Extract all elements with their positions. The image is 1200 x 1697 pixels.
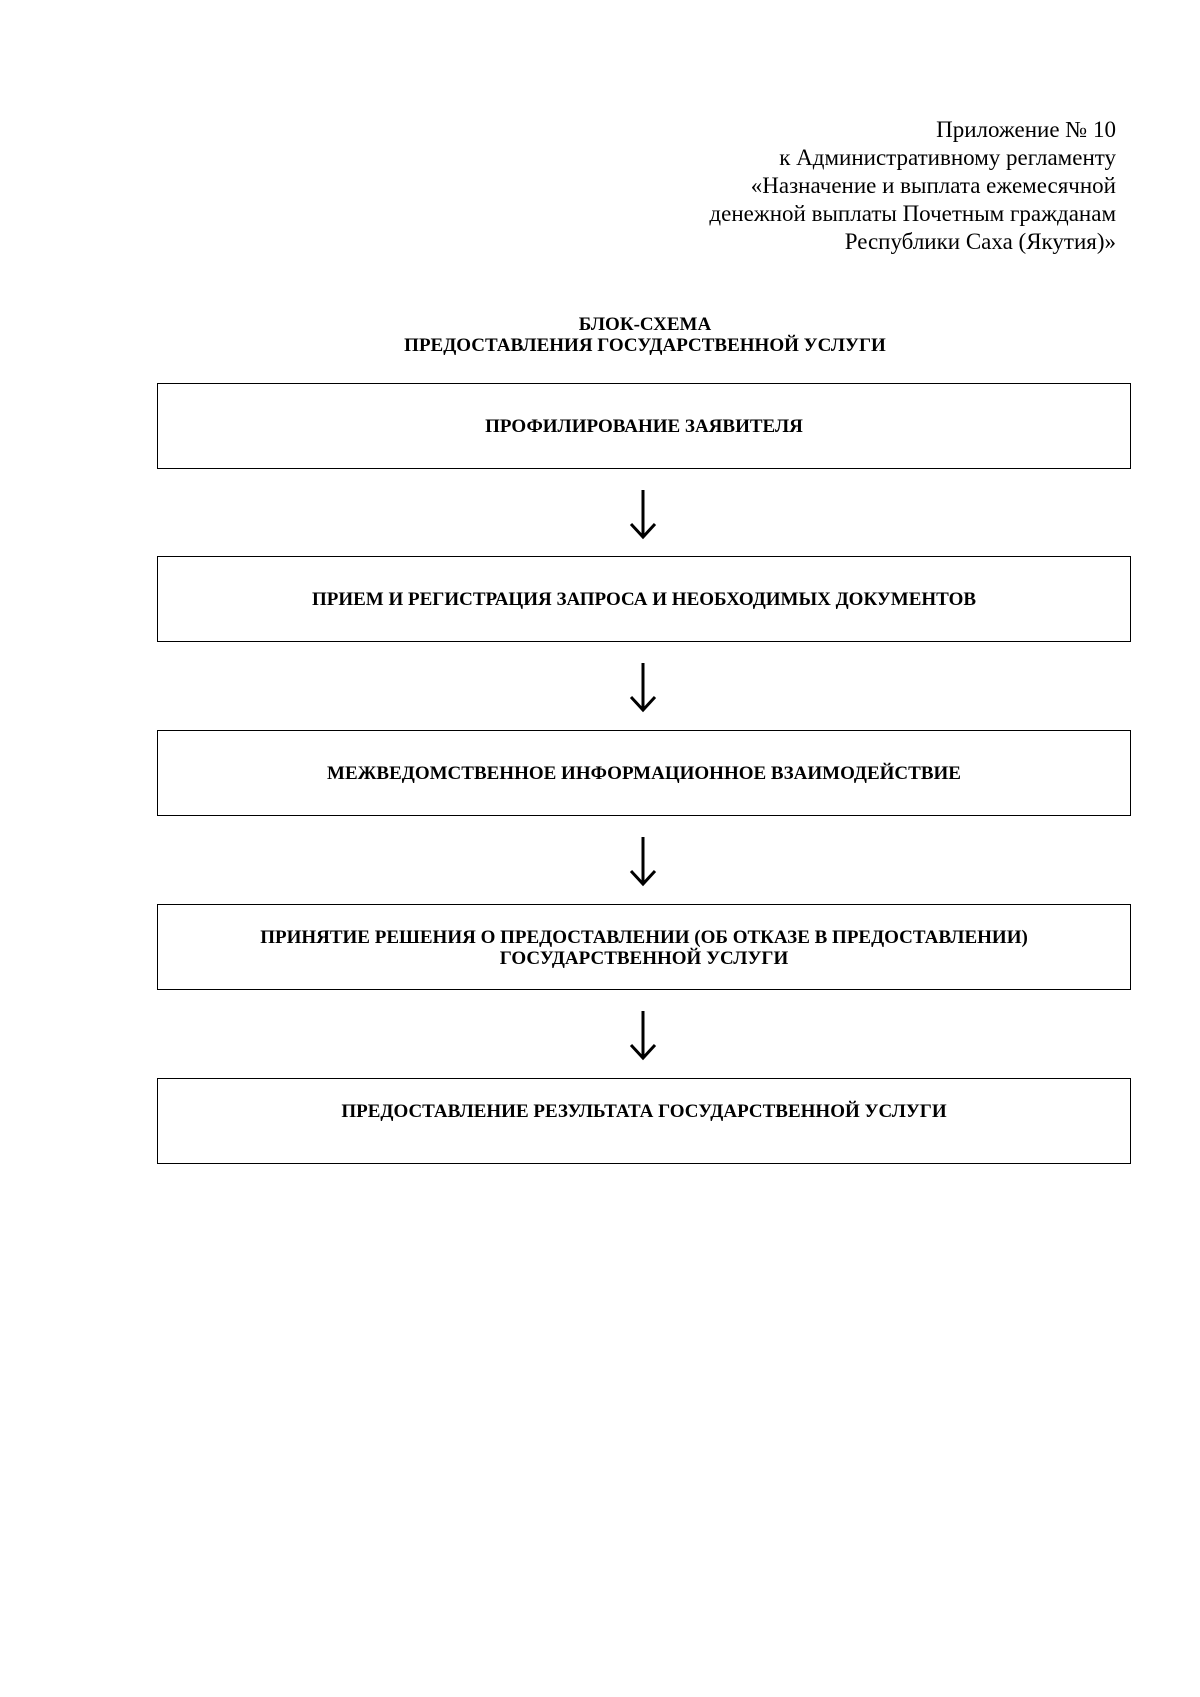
step-box-result-delivery: ПРЕДОСТАВЛЕНИЕ РЕЗУЛЬТАТА ГОСУДАРСТВЕННО… (157, 1078, 1131, 1164)
appendix-header: Приложение № 10 к Административному регл… (709, 116, 1116, 256)
diagram-title: БЛОК-СХЕМА ПРЕДОСТАВЛЕНИЯ ГОСУДАРСТВЕННО… (0, 314, 1200, 356)
diagram-title-line-1: БЛОК-СХЕМА (578, 314, 712, 335)
diagram-title-line-2: ПРЕДОСТАВЛЕНИЯ ГОСУДАРСТВЕННОЙ УСЛУГИ (404, 335, 886, 356)
step-label: ПРЕДОСТАВЛЕНИЕ РЕЗУЛЬТАТА ГОСУДАРСТВЕННО… (341, 1101, 947, 1122)
step-label: МЕЖВЕДОМСТВЕННОЕ ИНФОРМАЦИОННОЕ ВЗАИМОДЕ… (327, 763, 961, 784)
step-label: ПРИЕМ И РЕГИСТРАЦИЯ ЗАПРОСА И НЕОБХОДИМЫ… (311, 589, 977, 610)
arrow-down-icon (629, 837, 657, 887)
regulation-title-line-3: Республики Саха (Якутия)» (844, 229, 1116, 254)
step-box-request-registration: ПРИЕМ И РЕГИСТРАЦИЯ ЗАПРОСА И НЕОБХОДИМЫ… (157, 556, 1131, 642)
appendix-number: Приложение № 10 (936, 117, 1116, 142)
arrow-down-icon (629, 490, 657, 540)
arrow-down-icon (629, 1011, 657, 1061)
appendix-reference: к Административному регламенту (779, 145, 1116, 170)
step-box-applicant-profiling: ПРОФИЛИРОВАНИЕ ЗАЯВИТЕЛЯ (157, 383, 1131, 469)
step-label: ПРИНЯТИЕ РЕШЕНИЯ О ПРЕДОСТАВЛЕНИИ (ОБ ОТ… (260, 927, 1028, 969)
arrow-down-icon (629, 663, 657, 713)
step-box-interagency-interaction: МЕЖВЕДОМСТВЕННОЕ ИНФОРМАЦИОННОЕ ВЗАИМОДЕ… (157, 730, 1131, 816)
step-label: ПРОФИЛИРОВАНИЕ ЗАЯВИТЕЛЯ (485, 416, 803, 437)
step-box-decision: ПРИНЯТИЕ РЕШЕНИЯ О ПРЕДОСТАВЛЕНИИ (ОБ ОТ… (157, 904, 1131, 990)
regulation-title-line-2: денежной выплаты Почетным гражданам (709, 201, 1116, 226)
regulation-title-line-1: «Назначение и выплата ежемесячной (750, 173, 1116, 198)
